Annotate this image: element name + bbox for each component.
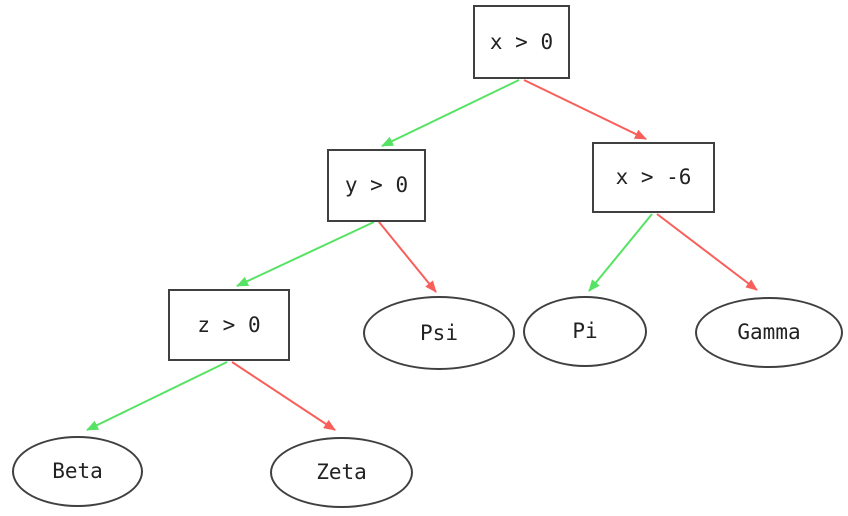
node-label: z > 0: [197, 312, 261, 337]
edge-x6-to-pi-true: [588, 213, 653, 292]
leaf-node-psi: Psi: [363, 296, 515, 370]
leaf-node-pi: Pi: [523, 296, 647, 367]
decision-node-z-gt-0: z > 0: [168, 289, 290, 361]
edge-x6-to-gamma-false: [656, 213, 758, 291]
decision-node-x-gt-0: x > 0: [473, 5, 570, 79]
leaf-node-gamma: Gamma: [695, 297, 843, 368]
node-label: Beta: [52, 459, 103, 483]
decision-node-x-gt-neg6: x > -6: [592, 142, 715, 213]
edge-root-to-x6-false: [523, 79, 647, 140]
edge-z0-to-zeta-false: [231, 361, 336, 431]
node-label: Pi: [572, 319, 598, 343]
edge-z0-to-beta-true: [86, 361, 228, 431]
edge-y0-to-psi-false: [378, 221, 437, 293]
node-label: x > -6: [615, 165, 692, 189]
node-label: y > 0: [344, 173, 409, 197]
edge-root-to-y0-true: [381, 79, 520, 147]
decision-node-y-gt-0: y > 0: [327, 149, 426, 222]
node-label: x > 0: [489, 29, 554, 54]
edge-y0-to-z0-true: [236, 221, 375, 287]
node-label: Psi: [420, 320, 458, 345]
node-label: Gamma: [737, 320, 801, 344]
leaf-node-zeta: Zeta: [270, 437, 413, 508]
node-label: Zeta: [316, 460, 367, 484]
leaf-node-beta: Beta: [12, 436, 143, 507]
